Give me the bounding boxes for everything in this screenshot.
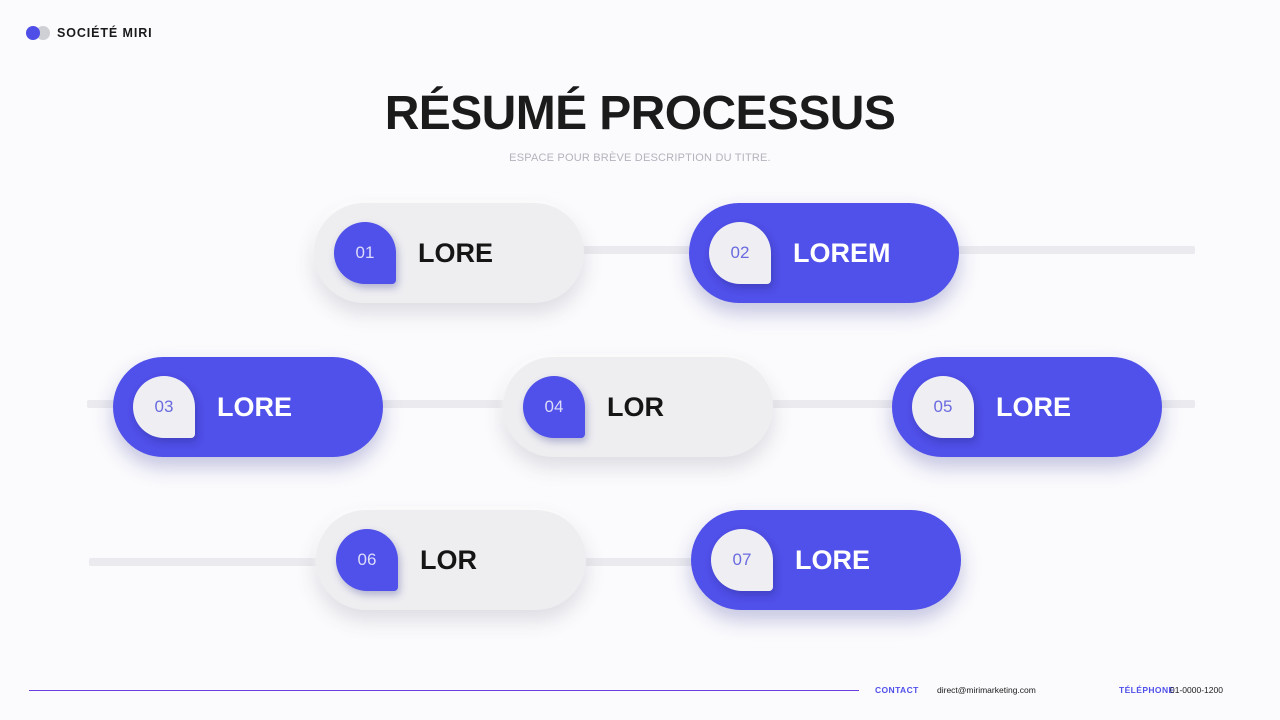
step-number-badge: 07 xyxy=(711,529,773,591)
step-number-badge: 03 xyxy=(133,376,195,438)
step-number-badge: 01 xyxy=(334,222,396,284)
step-label: LORE xyxy=(795,545,871,575)
step-label: LOR xyxy=(420,545,477,575)
page-subtitle: ESPACE POUR BRÈVE DESCRIPTION DU TITRE. xyxy=(509,152,771,164)
step-label: LOR xyxy=(607,392,664,422)
step-label: LOREM xyxy=(793,238,891,268)
step-07[interactable]: 07 LORE xyxy=(691,510,961,610)
footer-phone-label: TÉLÉPHONE xyxy=(1119,685,1175,695)
step-02[interactable]: 02 LOREM xyxy=(689,203,959,303)
footer-email-link[interactable]: direct@mirimarketing.com xyxy=(937,685,1036,695)
footer-divider xyxy=(29,690,859,691)
step-number-badge: 05 xyxy=(912,376,974,438)
step-03[interactable]: 03 LORE xyxy=(113,357,383,457)
step-04[interactable]: 04 LOR xyxy=(503,357,773,457)
step-label: LORE xyxy=(217,392,293,422)
brand-logo xyxy=(26,26,52,40)
brand: SOCIÉTÉ MIRI xyxy=(26,26,153,40)
step-label: LORE xyxy=(996,392,1072,422)
footer-phone: 01-0000-1200 xyxy=(1170,685,1223,695)
step-05[interactable]: 05 LORE xyxy=(892,357,1162,457)
step-number-badge: 04 xyxy=(523,376,585,438)
page-title: RÉSUMÉ PROCESSUS xyxy=(384,87,896,140)
footer-contact-label: CONTACT xyxy=(875,685,919,695)
brand-name: SOCIÉTÉ MIRI xyxy=(57,26,153,40)
step-number-badge: 02 xyxy=(709,222,771,284)
step-01[interactable]: 01 LORE xyxy=(314,203,584,303)
step-label: LORE xyxy=(418,238,494,268)
step-number-badge: 06 xyxy=(336,529,398,591)
step-06[interactable]: 06 LOR xyxy=(316,510,586,610)
